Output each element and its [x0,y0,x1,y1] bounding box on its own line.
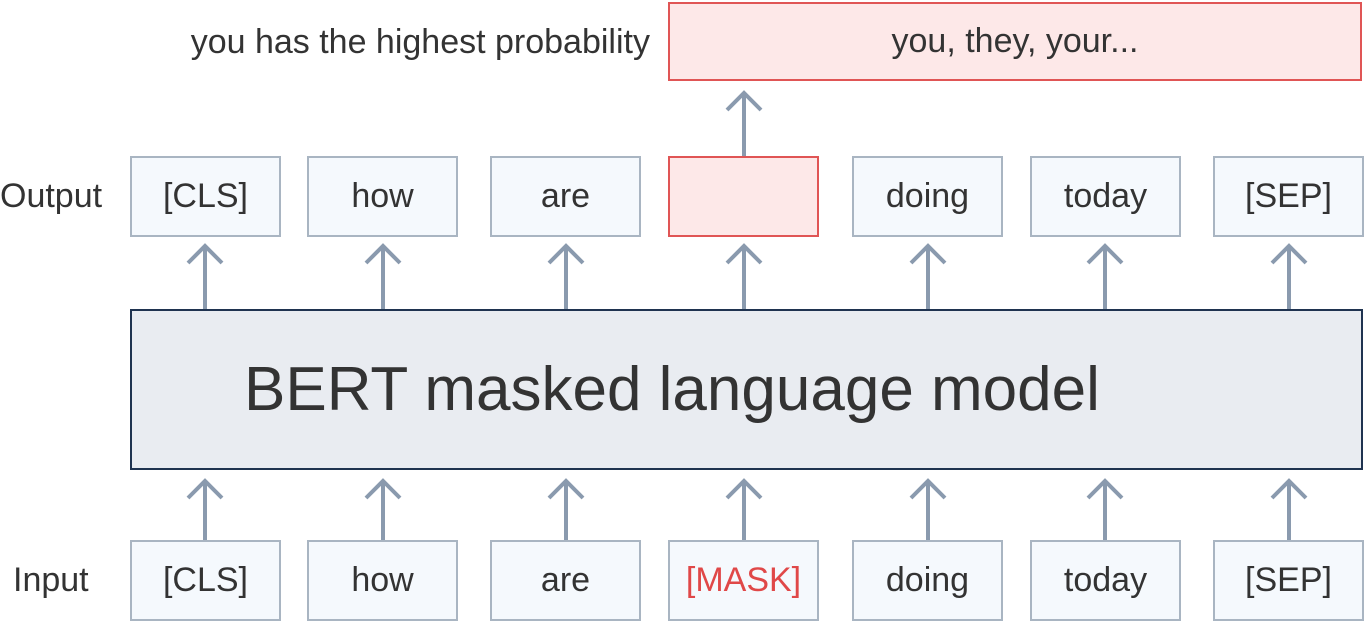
input-token-text: doing [885,561,970,599]
output-row-label: Output [0,177,103,215]
bert-model-block: BERT masked language model [130,309,1363,470]
output-token-text: [SEP] [1245,177,1332,215]
prediction-candidates-text: you, they, your... [891,22,1139,60]
input-token-mask: [MASK] [668,540,819,621]
input-token-cls: [CLS] [130,540,281,621]
input-token-how: how [307,540,458,621]
output-token-doing: doing [852,156,1003,237]
input-token-doing: doing [852,540,1003,621]
output-token-how: how [307,156,458,237]
input-token-sep: [SEP] [1213,540,1364,621]
output-token-are: are [490,156,641,237]
output-token-cls: [CLS] [130,156,281,237]
input-token-today: today [1030,540,1181,621]
model-title: BERT masked language model [244,355,1100,424]
prediction-caption: you has the highest probability [190,23,650,61]
output-token-text: [CLS] [162,177,249,215]
arrow-input-to-model [186,478,1308,540]
output-token-today: today [1030,156,1181,237]
input-token-are: are [490,540,641,621]
input-token-text: today [1063,561,1148,599]
input-token-text: how [351,561,414,599]
mask-token-text: [MASK] [685,561,802,599]
output-token-masked [668,156,819,237]
input-token-text: are [540,561,591,599]
input-row-label: Input [13,561,89,599]
input-token-text: [SEP] [1245,561,1332,599]
arrow-masked-to-prediction [725,90,763,156]
output-token-text: doing [885,177,970,215]
input-token-text: [CLS] [162,561,249,599]
output-token-text: are [540,177,591,215]
output-token-sep: [SEP] [1213,156,1364,237]
prediction-candidates-box: you, they, your... [668,2,1362,81]
arrow-model-to-output [186,243,1308,309]
output-token-text: today [1063,177,1148,215]
output-token-text: how [351,177,414,215]
